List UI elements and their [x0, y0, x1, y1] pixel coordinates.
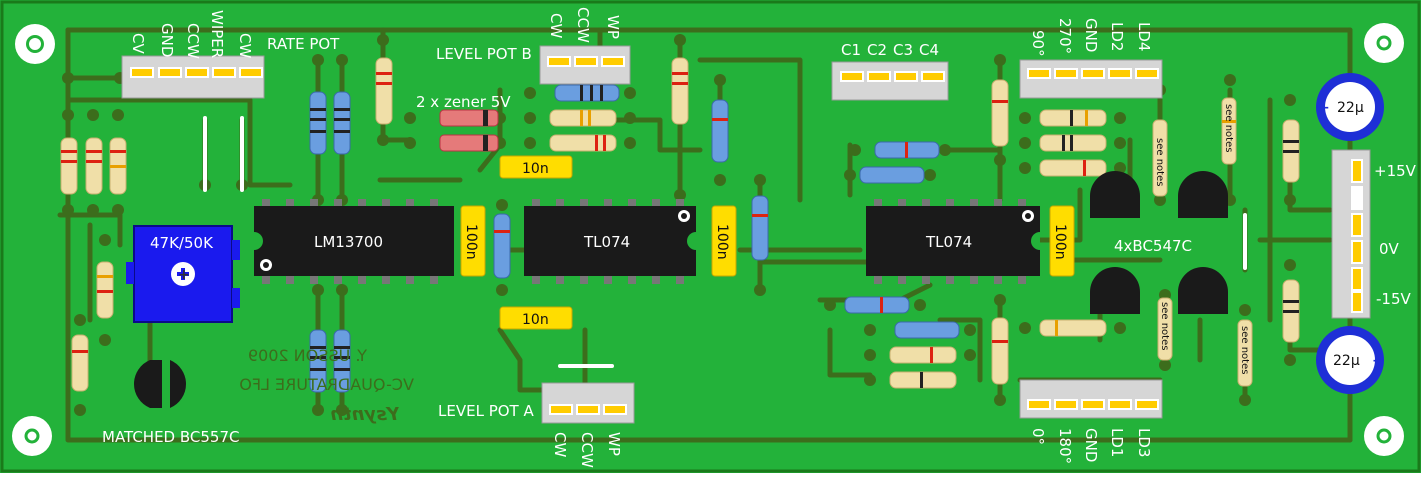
see-notes-1: see notes — [1154, 138, 1165, 186]
header-cv — [121, 55, 265, 99]
label-level-pot-b: LEVEL POT B — [436, 45, 532, 63]
header-outputs-top — [1019, 59, 1163, 99]
label-a-cw: CW — [551, 432, 569, 457]
silkscreen-logo: Ysynth — [330, 404, 400, 425]
trimmer-pot — [126, 225, 240, 323]
header-caps — [831, 61, 949, 101]
see-notes-2: see notes — [1223, 104, 1234, 152]
label-transistors: 4xBC547C — [1114, 237, 1192, 255]
ecap-plus-1: + — [1318, 100, 1330, 116]
see-notes-4: see notes — [1239, 326, 1250, 374]
label-c1: C1 — [841, 41, 861, 59]
header-level-pot-a — [541, 382, 635, 424]
silk-name: VC-QUADRATURE LFO — [239, 375, 414, 394]
cap-100n-3: 100n — [1052, 224, 1068, 260]
electrolytic-caps — [1316, 73, 1384, 394]
ic3-label: TL074 — [925, 233, 972, 251]
transistors-bc547 — [1090, 171, 1228, 314]
ecap-plus-2: + — [1372, 353, 1384, 369]
label-b-cw: CW — [547, 13, 565, 38]
label-level-pot-a: LEVEL POT A — [438, 402, 534, 420]
label-0v: 0V — [1379, 240, 1400, 258]
label-cv: CV — [129, 33, 147, 54]
label-180: 180° — [1056, 428, 1074, 464]
label-gnd-bot: GND — [1082, 428, 1100, 462]
header-power — [1331, 149, 1371, 319]
label-ld2: LD2 — [1108, 22, 1126, 51]
label-p15v: +15V — [1374, 162, 1417, 180]
label-zener: 2 x zener 5V — [416, 93, 511, 111]
ic-tl074-a — [524, 199, 696, 284]
label-c3: C3 — [893, 41, 913, 59]
cap-10n-1: 10n — [522, 161, 549, 177]
capacitors-100n — [460, 205, 1075, 277]
label-0: 0° — [1029, 428, 1047, 445]
label-ld3: LD3 — [1135, 428, 1153, 457]
label-b-wp: WP — [604, 15, 622, 39]
label-cw: CW — [236, 33, 254, 58]
ysynth-logo: Ysynth — [330, 404, 400, 425]
label-matched: MATCHED BC557C — [102, 428, 239, 446]
ic1-label: LM13700 — [314, 233, 383, 251]
see-notes-3: see notes — [1159, 302, 1170, 350]
label-ld4: LD4 — [1135, 22, 1153, 51]
header-level-pot-b — [539, 45, 631, 85]
label-a-wp: WP — [605, 432, 623, 456]
label-c4: C4 — [919, 41, 939, 59]
label-c2: C2 — [867, 41, 887, 59]
label-b-ccw: CCW — [574, 7, 592, 43]
ic-tl074-b — [866, 199, 1040, 284]
label-gnd: GND — [158, 23, 176, 57]
capacitors-10n — [499, 155, 573, 330]
ecap-label-2: 22µ — [1333, 353, 1360, 369]
ic-lm13700 — [254, 199, 454, 284]
label-ld1: LD1 — [1108, 428, 1126, 457]
cap-100n-1: 100n — [463, 224, 479, 260]
transistors-bc557 — [133, 360, 187, 408]
label-ccw: CCW — [184, 23, 202, 59]
label-pot-value: 47K/50K — [150, 234, 214, 252]
label-270: 270° — [1056, 18, 1074, 54]
label-90: 90° — [1029, 30, 1047, 57]
silk-author: Y. USSON 2009 — [248, 346, 368, 365]
jumper-wires — [203, 116, 1247, 368]
header-outputs-bottom — [1019, 379, 1163, 419]
label-a-ccw: CCW — [578, 432, 596, 468]
mounting-holes — [12, 23, 1404, 456]
label-rate-pot: RATE POT — [267, 35, 340, 53]
cap-100n-2: 100n — [714, 224, 730, 260]
pot-plus: + — [178, 267, 190, 283]
resistors — [60, 57, 1300, 393]
cap-10n-2: 10n — [522, 312, 549, 328]
label-m15v: -15V — [1376, 290, 1411, 308]
zener-diodes — [439, 109, 499, 152]
label-wiper: WIPER — [208, 10, 226, 58]
label-gnd-top: GND — [1082, 18, 1100, 52]
ic2-label: TL074 — [583, 233, 630, 251]
ecap-label-1: 22µ — [1337, 100, 1364, 116]
